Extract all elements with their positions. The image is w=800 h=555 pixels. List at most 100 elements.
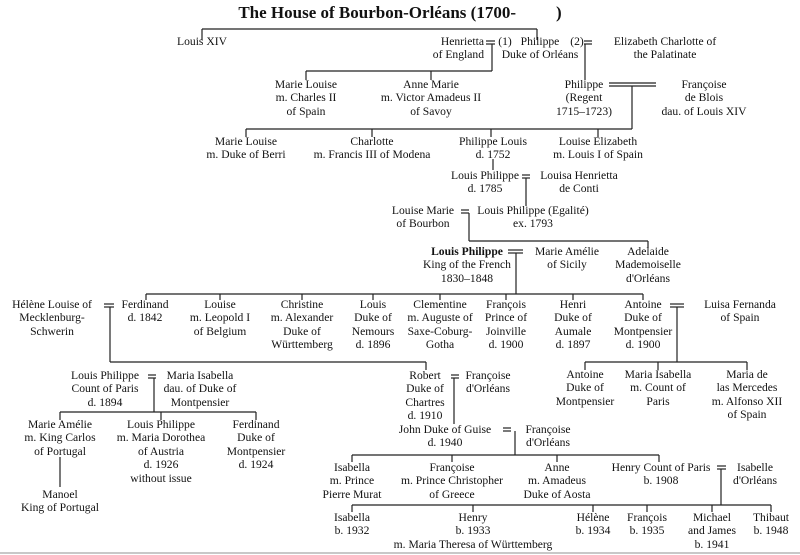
person-name: Maria de: [726, 368, 768, 381]
person-detail: Paris: [646, 394, 670, 408]
person-name: Françoise: [525, 423, 571, 436]
person-name: Louise: [204, 298, 236, 311]
person-detail: m. Maria Dorothea: [116, 431, 206, 445]
person-detail: of Portugal: [34, 444, 86, 458]
person-detail: d. 1896: [355, 338, 391, 352]
person-detail: Duke of: [406, 382, 444, 396]
person-detail: Duke of: [354, 311, 392, 325]
person-name: Louis Philippe: [451, 169, 519, 182]
person-detail: Pierre Murat: [322, 487, 382, 501]
person-detail: d. 1785: [467, 182, 503, 196]
person-name: François: [486, 298, 526, 311]
person-name: Thibaut: [752, 511, 790, 524]
person-name: Christine: [280, 298, 324, 311]
person-detail: Duke of: [237, 431, 275, 445]
person-detail: Duke of Aosta: [523, 487, 591, 501]
person-name: Hélène: [576, 511, 610, 524]
person-detail: d. 1842: [127, 311, 163, 325]
person-detail: Montpensier: [613, 324, 673, 338]
person-detail: of Spain: [720, 311, 760, 325]
person-detail: Duke of: [624, 311, 662, 325]
person-detail: Duke of: [283, 324, 321, 338]
marriage-number-2: (2): [570, 35, 584, 48]
person-detail: without issue: [130, 471, 192, 485]
person-detail: b. 1948: [753, 524, 789, 538]
person-detail: King of Portugal: [21, 501, 99, 515]
person-name: Adelaide: [627, 245, 669, 258]
person-name: Antoine: [566, 368, 604, 381]
person-detail: m. Alfonso XII: [711, 394, 783, 408]
marriage-number-1: (1): [498, 35, 512, 48]
person-detail: Gotha: [425, 338, 455, 352]
person-name: Clementine: [413, 298, 467, 311]
person-detail: b. 1934: [575, 524, 611, 538]
person-detail: dau. of Duke of: [163, 382, 237, 396]
person-detail: King of the French: [423, 258, 511, 272]
person-detail: m. Alexander: [270, 311, 334, 325]
person-detail: b. 1908: [643, 474, 679, 488]
person-name: Louise Elizabeth: [558, 135, 638, 148]
person-detail: Count of Paris: [71, 382, 139, 396]
person-detail: d'Orléans: [466, 382, 510, 396]
person-detail: Mademoiselle: [615, 258, 681, 272]
person-name: Françoise: [465, 369, 511, 382]
person-detail: Württemberg: [271, 338, 333, 352]
person-name: Luisa Fernanda: [704, 298, 776, 311]
person-detail: m. Auguste of: [407, 311, 473, 325]
person-name: Henry Count of Paris: [611, 461, 711, 474]
person-detail: d. 1924: [238, 458, 274, 472]
person-name: Maria Isabella: [166, 369, 234, 382]
person-detail: d. 1926: [143, 458, 179, 472]
person-name: Isabella: [333, 511, 371, 524]
person-detail: of Spain: [286, 104, 326, 118]
person-name: Anne Marie: [403, 78, 459, 91]
person-detail: de Conti: [559, 182, 599, 196]
person-detail: Montpensier: [170, 395, 230, 409]
person-detail: m. Victor Amadeus II: [380, 91, 482, 105]
person-detail: m. Charles II: [275, 91, 337, 105]
person-name: Louis Philippe (Egalité): [477, 204, 589, 217]
person-name: Philippe: [564, 78, 604, 91]
person-detail: of Austria: [137, 444, 185, 458]
person-detail: Aumale: [554, 324, 592, 338]
person-egalite: Louis Philippe (Egalité)ex. 1793: [477, 204, 588, 231]
person-detail: ex. 1793: [513, 217, 553, 231]
person-detail: and James: [688, 524, 736, 538]
person-detail: d. 1900: [625, 338, 661, 352]
person-detail: d. 1897: [555, 338, 591, 352]
person-name: Charlotte: [350, 135, 394, 148]
person-name: Elizabeth Charlotte of: [613, 35, 717, 48]
person-name: Anne: [544, 461, 570, 474]
person-detail: d'Orléans: [626, 271, 670, 285]
person-name: Louis Philippe: [71, 369, 139, 382]
